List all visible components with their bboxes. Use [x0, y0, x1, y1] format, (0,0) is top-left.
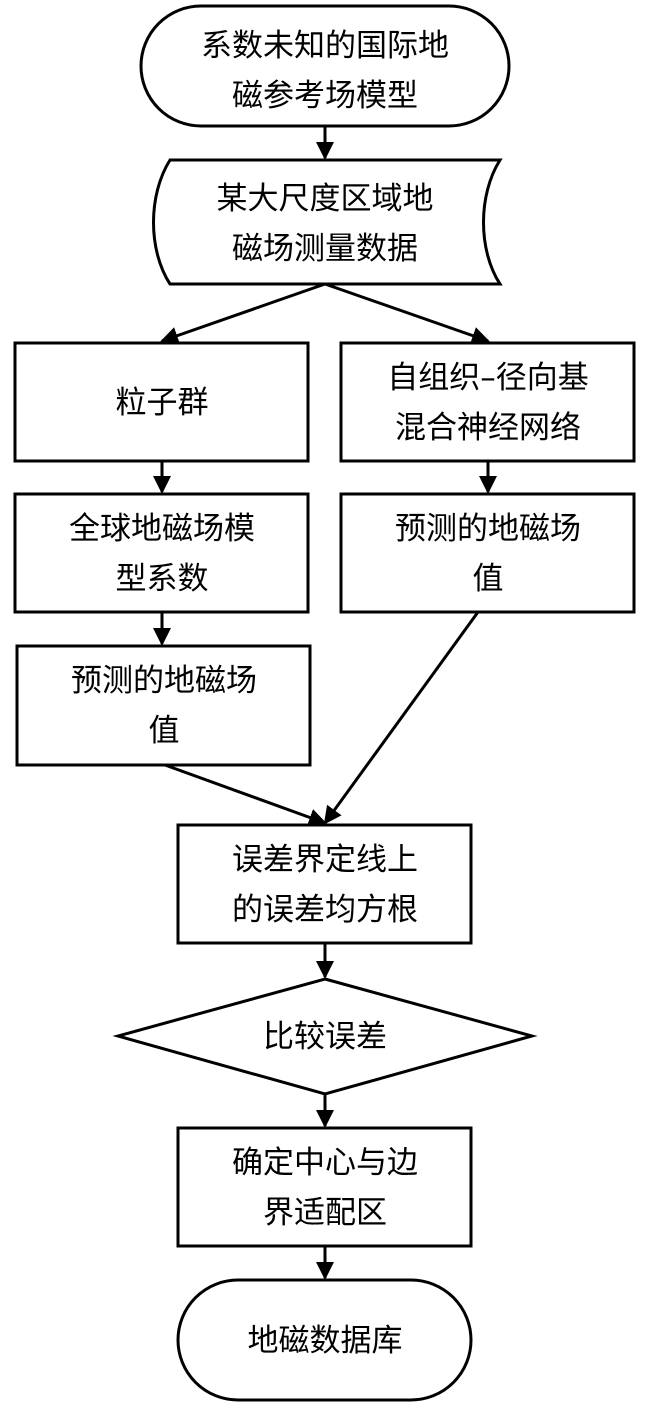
- arrow-right-predicted-to-rmse: [323, 611, 480, 825]
- node-predicted-left: 预测的地磁场 值: [15, 644, 312, 767]
- connectors: [153, 126, 497, 1280]
- node-start-line1: 系数未知的国际地: [201, 28, 449, 64]
- node-pso: 粒子群: [13, 341, 310, 463]
- node-som-rbf-line1: 自组织–径向基: [387, 360, 589, 396]
- node-measurement-data-line1: 某大尺度区域地: [217, 181, 434, 217]
- node-model-coefficients-line2: 型系数: [116, 561, 209, 597]
- arrow-data-to-pso: [160, 282, 326, 345]
- node-measurement-data-line2: 磁场测量数据: [232, 231, 418, 267]
- process-shape: [13, 492, 310, 614]
- node-pso-line1: 粒子群: [116, 385, 209, 421]
- process-shape: [176, 823, 473, 945]
- data-shape: [152, 158, 503, 286]
- process-shape: [176, 1126, 473, 1248]
- node-measurement-data: 某大尺度区域地 磁场测量数据: [152, 158, 503, 286]
- node-determine: 确定中心与边 界适配区: [176, 1126, 473, 1248]
- node-predicted-left-line2: 值: [149, 713, 180, 749]
- node-determine-line2: 界适配区: [263, 1195, 387, 1231]
- node-database-line1: 地磁数据库: [248, 1323, 403, 1359]
- node-model-coefficients-line1: 全球地磁场模: [69, 511, 255, 547]
- node-model-coefficients: 全球地磁场模 型系数: [13, 492, 310, 614]
- node-compare-line1: 比较误差: [263, 1019, 387, 1055]
- arrow-left-predicted-to-rmse: [164, 763, 327, 827]
- arrow-data-to-som-rbf: [324, 282, 490, 345]
- node-predicted-left-line1: 预测的地磁场: [71, 663, 257, 699]
- process-shape: [15, 644, 312, 767]
- decision-shape: [112, 977, 538, 1096]
- process-shape: [339, 341, 636, 463]
- node-start-line2: 磁参考场模型: [232, 78, 418, 114]
- node-determine-line1: 确定中心与边: [232, 1145, 418, 1181]
- process-shape: [13, 341, 310, 463]
- node-database: 地磁数据库: [176, 1278, 473, 1402]
- node-start: 系数未知的国际地 磁参考场模型: [139, 4, 511, 128]
- terminator-shape: [139, 4, 511, 128]
- node-predicted-right: 预测的地磁场 值: [339, 492, 636, 614]
- node-som-rbf: 自组织–径向基 混合神经网络: [339, 341, 636, 463]
- node-rmse-line2: 的误差均方根: [232, 892, 418, 928]
- process-shape: [339, 492, 636, 614]
- node-predicted-right-line1: 预测的地磁场: [395, 511, 581, 547]
- node-som-rbf-line2: 混合神经网络: [395, 410, 581, 446]
- node-predicted-right-line2: 值: [473, 561, 504, 597]
- terminator-shape: [176, 1278, 473, 1402]
- node-rmse-line1: 误差界定线上: [232, 842, 418, 878]
- node-rmse: 误差界定线上 的误差均方根: [176, 823, 473, 945]
- node-compare: 比较误差: [112, 977, 538, 1096]
